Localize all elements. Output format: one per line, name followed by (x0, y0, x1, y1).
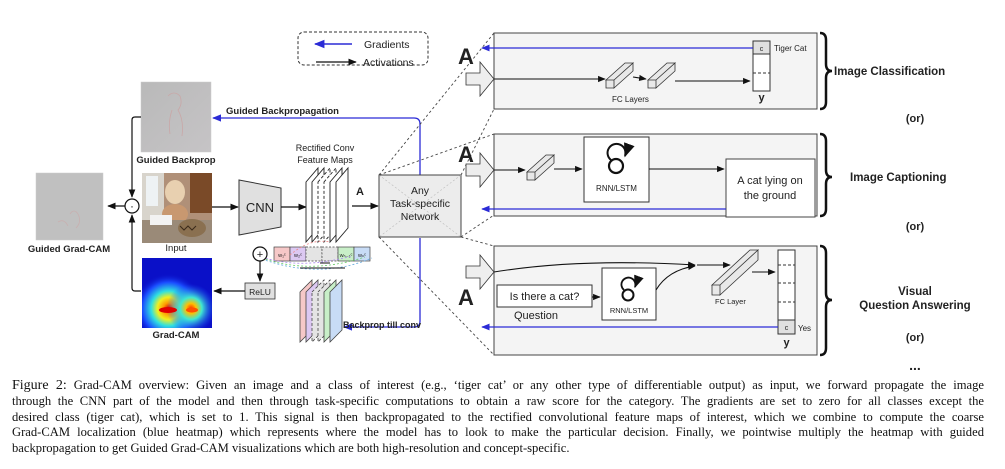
task-specific-network-box (378, 174, 462, 238)
panel-image-classification: A FC Layers c Tiger Cat y (458, 32, 818, 110)
task-label-vqa-line2: Question Answering (859, 300, 970, 312)
caption-line: desired class (tiger cat), which is set … (12, 409, 984, 424)
or-label-2: (or) (906, 221, 925, 233)
weight-cell (305, 246, 323, 262)
guided-gradcam-label: Guided Grad-CAM (28, 244, 110, 255)
question-input-box (496, 284, 593, 308)
or-label-3: (or) (906, 332, 925, 344)
caption-line: through the CNN part of the model and th… (12, 393, 984, 408)
or-label-1: (or) (906, 113, 925, 125)
caption-output-box (725, 158, 816, 218)
caption-line: Figure 2: Grad-CAM overview: Given an im… (12, 378, 984, 393)
task-network-line2: Task-specific (390, 198, 450, 210)
rnn-lstm-block (601, 267, 657, 321)
rectified-feature-maps (305, 166, 349, 244)
input-image (142, 173, 212, 243)
panel-image-captioning: A RNN/LSTM A cat lying on the ground (458, 133, 818, 218)
figure-label: Figure 2: (12, 378, 67, 393)
panel2-input-arrow-icon (465, 151, 495, 189)
gradcam-heatmap-image (142, 258, 212, 328)
gradient-map-sheet (329, 279, 343, 343)
vqa-class-c-label: c (785, 325, 789, 332)
brace-icon (819, 31, 833, 111)
recurrent-loop-icon (606, 142, 635, 175)
brace-icon (819, 244, 833, 357)
gradcam-label: Grad-CAM (153, 330, 200, 341)
weight-label: wₙ₋₁ᶜ (339, 253, 353, 259)
guided-backprop-image (140, 81, 212, 153)
activation-a-label: A (356, 186, 364, 198)
figure-caption: Figure 2: Grad-CAM overview: Given an im… (12, 378, 984, 457)
backprop-till-conv-label: Backprop till conv (343, 320, 421, 330)
weight-label: w₁ᶜ (277, 253, 286, 259)
task-label-vqa-line1: Visual (898, 286, 932, 298)
weight-cell (353, 246, 371, 262)
panel3-a-label: A (458, 285, 474, 310)
rnn-lstm-label-1: RNN/LSTM (596, 184, 637, 193)
fc-layer-block-1 (604, 62, 635, 89)
feature-map-sheet (335, 166, 349, 244)
caption-line1: A cat lying on (737, 175, 802, 187)
weight-label: w₂ᶜ (293, 253, 302, 259)
neuron-importance-weights: w₁ᶜ w₂ᶜ wₙ₋₁ᶜ wₙᶜ (273, 246, 371, 262)
rnn-lstm-block (583, 136, 650, 203)
panel2-a-label: A (458, 142, 474, 167)
multiply-symbol: · (130, 199, 134, 213)
rnn-lstm-label-2: RNN/LSTM (610, 306, 648, 315)
class-name-label: Tiger Cat (774, 44, 807, 53)
vqa-y-label: y (783, 337, 790, 349)
task-label-classification: Image Classification (834, 66, 945, 78)
output-vector-y (752, 40, 771, 92)
question-text: Is there a cat? (510, 291, 580, 303)
vqa-output-vector-y (777, 249, 796, 335)
legend-gradients-label: Gradients (364, 39, 410, 51)
panel3-input-arrow-icon (465, 253, 495, 291)
rectified-maps-label-line2: Feature Maps (297, 155, 353, 165)
task-network-line1: Any (411, 185, 430, 197)
rectified-maps-label-line1: Rectified Conv (296, 143, 355, 153)
ellipsis-label: ... (909, 357, 921, 373)
cnn-label: CNN (246, 200, 274, 215)
vqa-answer-label: Yes (798, 324, 811, 333)
caption-line: backpropagation to get Guided Grad-CAM v… (12, 441, 570, 456)
plus-symbol: + (257, 249, 263, 261)
guided-gradcam-image (35, 172, 104, 241)
legend: Gradients Activations (297, 31, 429, 69)
task-label-captioning: Image Captioning (850, 172, 946, 184)
caption-line2: the ground (744, 190, 797, 202)
panel1-a-label: A (458, 44, 474, 69)
guided-backpropagation-label: Guided Backpropagation (226, 106, 339, 117)
panel1-input-arrow-icon (465, 60, 495, 98)
fc-layer-label: FC Layer (715, 297, 746, 306)
task-network-line3: Network (401, 211, 440, 223)
panel-visual-question-answering: A Is there a cat? Question RNN/LSTM FC L… (458, 245, 818, 356)
weight-label: wₙᶜ (357, 253, 366, 259)
weight-cell (321, 246, 339, 262)
fc-layer-block-2 (646, 62, 677, 89)
fc-layers-label: FC Layers (612, 95, 649, 104)
gradcam-diagram: Gradients Activations Guided Backprop In… (28, 31, 971, 373)
input-label: Input (165, 243, 186, 254)
fc-layer-block (710, 249, 760, 296)
gradient-feature-maps (299, 279, 343, 343)
fc-layer-block (525, 154, 556, 181)
legend-activations-label: Activations (363, 57, 414, 69)
question-label: Question (514, 310, 558, 322)
guided-backprop-label: Guided Backprop (136, 155, 215, 166)
y-label: y (758, 92, 765, 104)
class-c-label: c (760, 46, 764, 53)
brace-icon (819, 132, 833, 218)
cnn-block (238, 179, 282, 236)
relu-label: ReLU (249, 287, 271, 297)
caption-line: Grad-CAM localization (blue heatmap) whi… (12, 425, 984, 440)
recurrent-loop-icon (620, 274, 644, 302)
